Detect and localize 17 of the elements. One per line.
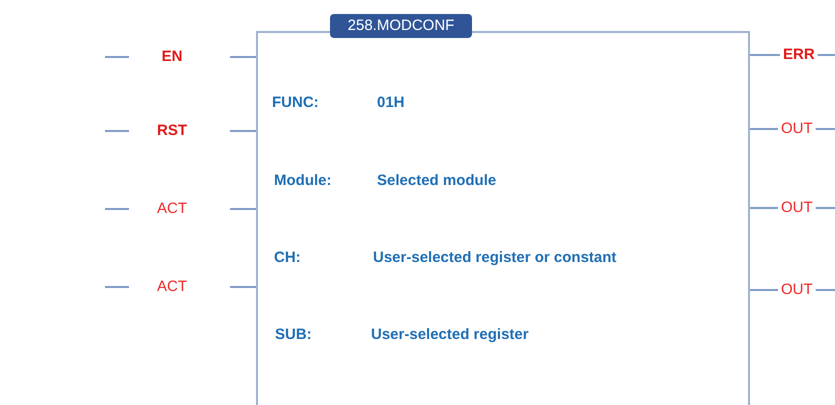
- parameter-value: User-selected register: [371, 326, 529, 344]
- pin-label: ERR: [783, 46, 815, 64]
- pin-label: EN: [162, 48, 182, 66]
- pin-label: ACT: [157, 200, 187, 218]
- parameter-value: 01H: [377, 94, 405, 112]
- parameter-name: Module:: [274, 172, 332, 190]
- parameter-name: CH:: [274, 249, 301, 267]
- parameter-value: Selected module: [377, 172, 496, 190]
- pin-label: RST: [157, 122, 187, 140]
- pin-label: OUT: [781, 120, 813, 138]
- parameter-name: SUB:: [275, 326, 312, 344]
- pin-label: OUT: [781, 281, 813, 299]
- parameter-name: FUNC:: [272, 94, 319, 112]
- pin-label: ACT: [157, 278, 187, 296]
- pin-label: OUT: [781, 199, 813, 217]
- parameter-value: User-selected register or constant: [373, 249, 616, 267]
- block-title-tab: 258.MODCONF: [330, 14, 472, 38]
